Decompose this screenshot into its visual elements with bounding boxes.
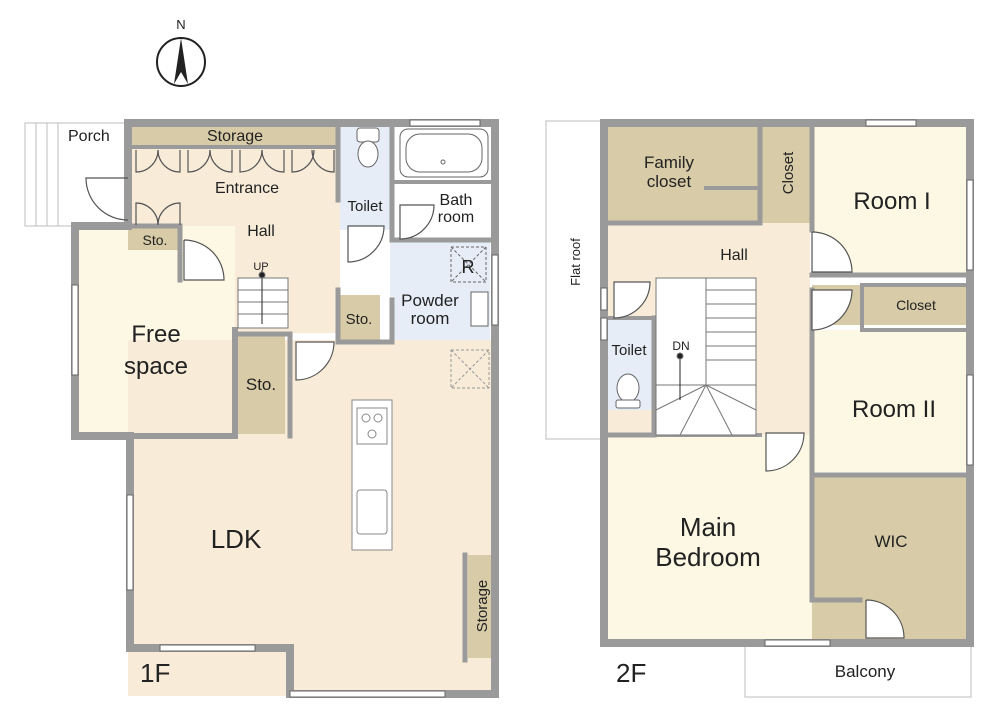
ldk-door-icon [295,341,335,381]
refrigerator-icon [450,246,487,283]
main-bedroom-label-line1: Main [680,512,736,542]
powder-label-line1: Powder [401,291,459,310]
sto-stairs-label: Sto. [246,375,276,394]
flat-roof-label: Flat roof [568,238,583,286]
room2-label: Room II [852,396,936,423]
toilet-2f-door-icon [613,281,651,319]
entry-door-icon [85,177,129,221]
windows-2f [600,119,974,647]
compass: N [156,17,206,87]
porch-label: Porch [68,128,110,145]
sto-small-label: Sto. [346,311,373,328]
free-space-label-line1: Free [131,321,180,348]
refrigerator-label: R [462,257,475,277]
closet2-door-icon [811,289,853,331]
floor-2f-label: 2F [616,658,646,688]
storage-right-label: Storage [474,580,491,633]
stairs-2f-icon [655,277,757,436]
kitchen-island-icon [351,399,393,551]
closet-horizontal-label: Closet [896,297,936,313]
north-arrow-icon [174,38,188,84]
hall-1f-label: Hall [247,223,275,240]
walls-1f [71,119,499,698]
powder-label-line2: room [411,309,450,328]
floor-2f: Family closet Closet Room I Hall Flat ro… [545,119,974,698]
floor-1f-label: 1F [140,658,170,688]
floor-1f: Porch Storage Entrance Hall Toilet Bath … [24,119,499,698]
family-closet-label-line1: Family [644,153,695,172]
stairs-1f-icon [237,270,289,329]
closet-vertical-label: Closet [780,151,797,194]
room1-label: Room I [853,188,930,215]
toilet-door-icon [347,225,385,263]
hall-2f-label: Hall [720,247,748,264]
family-closet-label-line2: closet [647,172,692,191]
free-space-label-line2: space [124,353,188,380]
windows-1f [71,119,499,698]
bedroom-door-icon [765,432,805,472]
entrance-storage-doors [135,149,335,226]
toilet-1f-icon [356,127,380,168]
dn-label: DN [672,339,689,353]
void-icon [450,349,490,389]
main-bedroom-label-line2: Bedroom [655,542,761,572]
bath-label-line1: Bath [440,192,473,209]
toilet-2f-label: Toilet [611,342,647,359]
wic-door-icon [865,599,905,639]
bath-label-line2: room [438,209,474,226]
compass-label: N [176,17,185,32]
balcony-area [744,642,972,698]
wic-label: WIC [874,532,907,551]
up-label: UP [253,261,268,273]
ldk-label: LDK [211,524,262,554]
entrance-label: Entrance [215,180,279,197]
bathtub-icon [399,128,489,178]
storage-top-label: Storage [207,128,263,145]
toilet-2f-icon [615,373,641,409]
sto-entrance-label: Sto. [143,232,168,248]
porch-steps [24,122,129,227]
flat-roof-area [545,120,603,440]
toilet-1f-label: Toilet [347,198,383,215]
hall-door-icon [183,239,225,281]
room1-door-icon [811,231,853,273]
washbasin-icon [470,291,489,327]
balcony-label: Balcony [835,662,896,681]
bath-door-icon [399,204,435,240]
